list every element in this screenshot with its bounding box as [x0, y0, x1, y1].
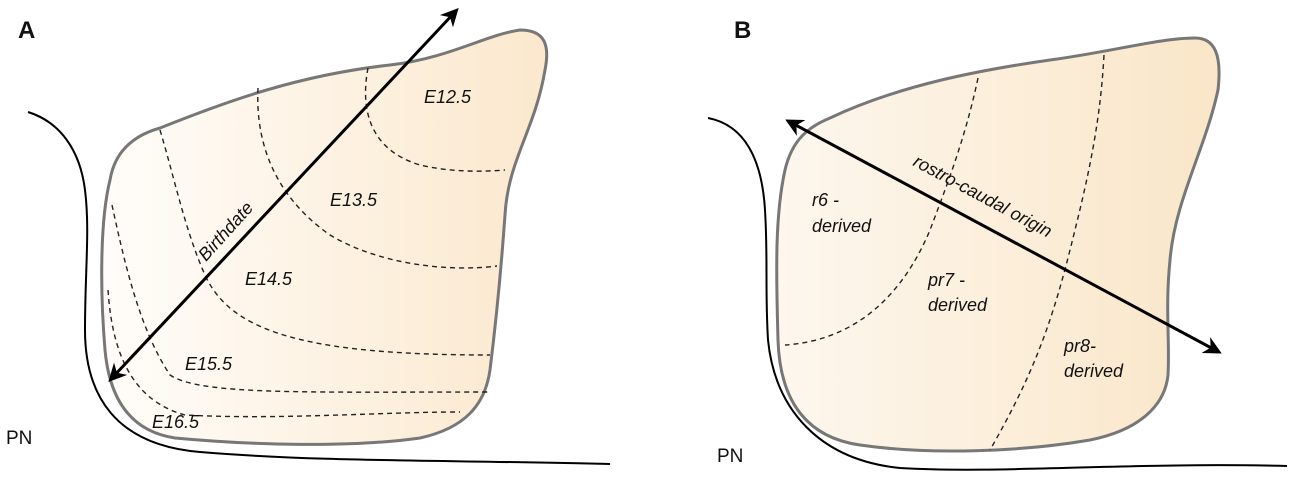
panel-a-zone-label-4: E15.5 — [185, 354, 233, 374]
panel-a-pn-label: PN — [6, 428, 32, 449]
panel-b-origin-arrow — [785, 119, 1222, 354]
panel-b-boundary-curve — [707, 117, 1288, 471]
panel-b-zone-r6-line2: derived — [812, 216, 872, 236]
panel-a-nucleus-shape — [100, 28, 549, 446]
panel-a-zone-label-1: E12.5 — [424, 87, 472, 107]
panel-a-letter: A — [18, 17, 35, 44]
panel-a-dash-1 — [364, 67, 506, 172]
panel-b-nucleus-shape — [775, 36, 1221, 453]
panel-b-pn-label: PN — [717, 446, 743, 467]
panel-b-zone-pr7-line2: derived — [928, 295, 988, 315]
panel-a-boundary-curve — [27, 111, 611, 465]
panel-a-zone-label-5: E16.5 — [152, 412, 200, 432]
panel-b: B r6 - derived pr7 - derived pr8- derive… — [707, 17, 1288, 471]
panel-a: A E12.5 E13.5 E14.5 E15.5 E16.5 Birthdat… — [6, 8, 611, 465]
panel-b-zone-pr7-line1: pr7 - — [927, 270, 965, 290]
panel-a-zone-label-2: E13.5 — [330, 190, 378, 210]
panel-b-zone-pr8-line2: derived — [1064, 361, 1124, 381]
panel-b-zone-pr8-line1: pr8- — [1063, 336, 1096, 356]
panel-a-zone-label-3: E14.5 — [245, 269, 293, 289]
panel-b-zone-r6-line1: r6 - — [812, 190, 839, 210]
panel-a-birthdate-arrow — [108, 8, 459, 382]
panel-b-letter: B — [734, 17, 751, 44]
